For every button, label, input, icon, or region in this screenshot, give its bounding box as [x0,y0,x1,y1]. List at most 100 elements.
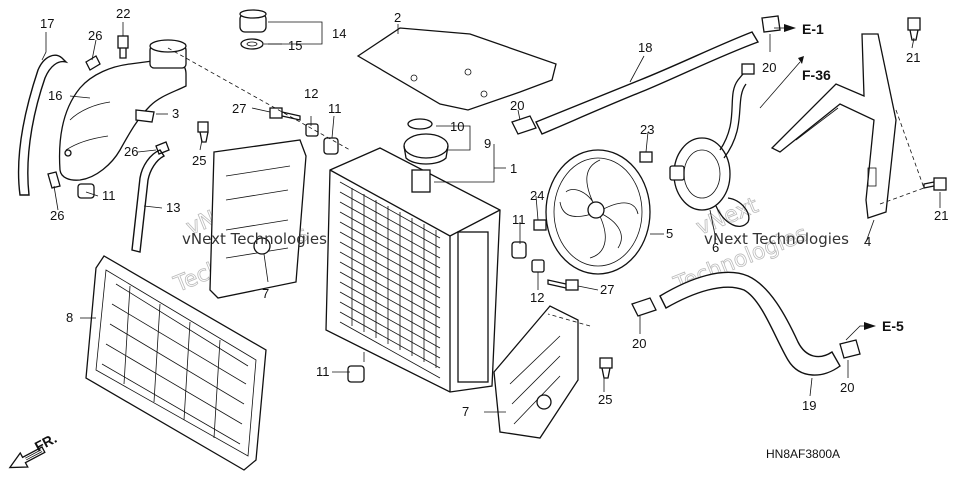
radiator-cap-9 [403,133,449,159]
side-shroud-7b [493,305,579,439]
bolt-27a [269,107,283,119]
bolt-21b [933,177,947,191]
hose-clamp-20c [631,297,657,317]
radiator-cover-plate-2 [356,27,557,111]
overflow-hose-17 [17,54,69,196]
motor-connector [741,63,755,75]
shroud-grommet-7b [536,394,552,410]
callout-20a: 20 [510,98,524,113]
callout-3: 3 [172,106,179,121]
bolt-22 [117,35,129,49]
callout-9: 9 [484,136,491,151]
callout-7a: 7 [262,286,269,301]
hose-clip-26a [85,55,101,71]
siphon-hose-13 [131,149,166,253]
mounting-bracket-4 [770,33,897,219]
callout-26a: 26 [88,28,102,43]
arrow-f36-icon [798,56,804,64]
radiator-side-tank [457,231,489,383]
callout-20c: 20 [632,336,646,351]
callout-12b: 12 [530,290,544,305]
arrow-e5-icon [864,322,876,330]
reference-e1: E-1 [802,21,824,37]
bolt-21a [907,17,921,31]
watermark-text-right: vNext Technologies [704,230,849,248]
callout-11a: 11 [102,188,116,203]
callout-20d: 20 [840,380,854,395]
callout-24: 24 [530,188,544,203]
callout-26b: 26 [124,144,138,159]
callout-25b: 25 [598,392,612,407]
reference-e5: E-5 [882,318,904,334]
callout-23: 23 [640,122,654,137]
callout-11b: 11 [328,101,342,116]
front-arrow-icon [8,446,46,469]
collar-12a [305,123,319,137]
radiator-grille-8 [85,255,267,471]
hardware [197,17,947,379]
callout-1: 1 [510,161,517,176]
cap-seal-10 [407,118,433,130]
callout-5: 5 [666,226,673,241]
lower-hose-19 [659,271,841,376]
callout-7b: 7 [462,404,469,419]
callout-18: 18 [638,40,652,55]
grommet-11a [77,183,95,199]
callout-21b: 21 [934,208,948,223]
callout-4: 4 [864,234,871,249]
bolt-23 [639,151,653,163]
callout-labels: 17 22 26 16 3 26 26 11 13 14 15 2 27 12 … [40,6,948,419]
hose-clamp-20b [761,15,781,33]
side-shroud-7a [209,139,307,299]
callout-26c: 26 [50,208,64,223]
callout-15: 15 [288,38,302,53]
diagram-code: HN8AF3800A [766,447,840,461]
callout-11d: 11 [316,364,330,379]
callout-27b: 27 [600,282,614,297]
watermark-text-left: vNext Technologies [182,230,327,248]
hose-clip-26c [47,171,61,189]
radiator-1 [325,118,501,393]
bolt-27b [565,279,579,291]
upper-hose-18 [535,31,760,135]
callout-13: 13 [166,200,180,215]
leader-lines [41,21,941,413]
radiator-core-fins [339,181,441,379]
hose-clip-26b [155,141,170,155]
bracket-3 [135,109,155,123]
callout-17: 17 [40,16,54,31]
callout-2: 2 [394,10,401,25]
grommet-11d [347,365,365,383]
callout-19: 19 [802,398,816,413]
bolt-25a [197,121,209,133]
cap-seal-15 [240,38,264,50]
callout-22: 22 [116,6,130,21]
callout-27a: 27 [232,101,246,116]
callout-25a: 25 [192,153,206,168]
reserve-tank-16 [58,58,187,181]
callout-16: 16 [48,88,62,103]
reserve-tank-group [17,9,267,253]
fan-hub [587,201,605,219]
callout-12a: 12 [304,86,318,101]
hose-clamp-20d [839,339,861,359]
callout-14: 14 [332,26,346,41]
bolt-24 [533,219,547,231]
cooling-fan-5 [545,149,651,275]
fan-motor-6 [669,63,755,227]
shroud-grommet-7a [253,237,271,255]
grommet-11b [323,137,339,155]
bolt-25b [599,357,613,369]
callout-11c: 11 [512,212,526,227]
callout-10: 10 [450,119,464,134]
hose-clamp-20a [511,115,537,135]
arrow-e1-icon [784,24,796,32]
callout-21a: 21 [906,50,920,65]
collar-12b [531,259,545,273]
grommet-11c [511,241,527,259]
reference-f36: F-36 [802,67,831,83]
reference-arrows [8,24,876,469]
filler-neck [411,169,431,193]
callout-20b: 20 [762,60,776,75]
